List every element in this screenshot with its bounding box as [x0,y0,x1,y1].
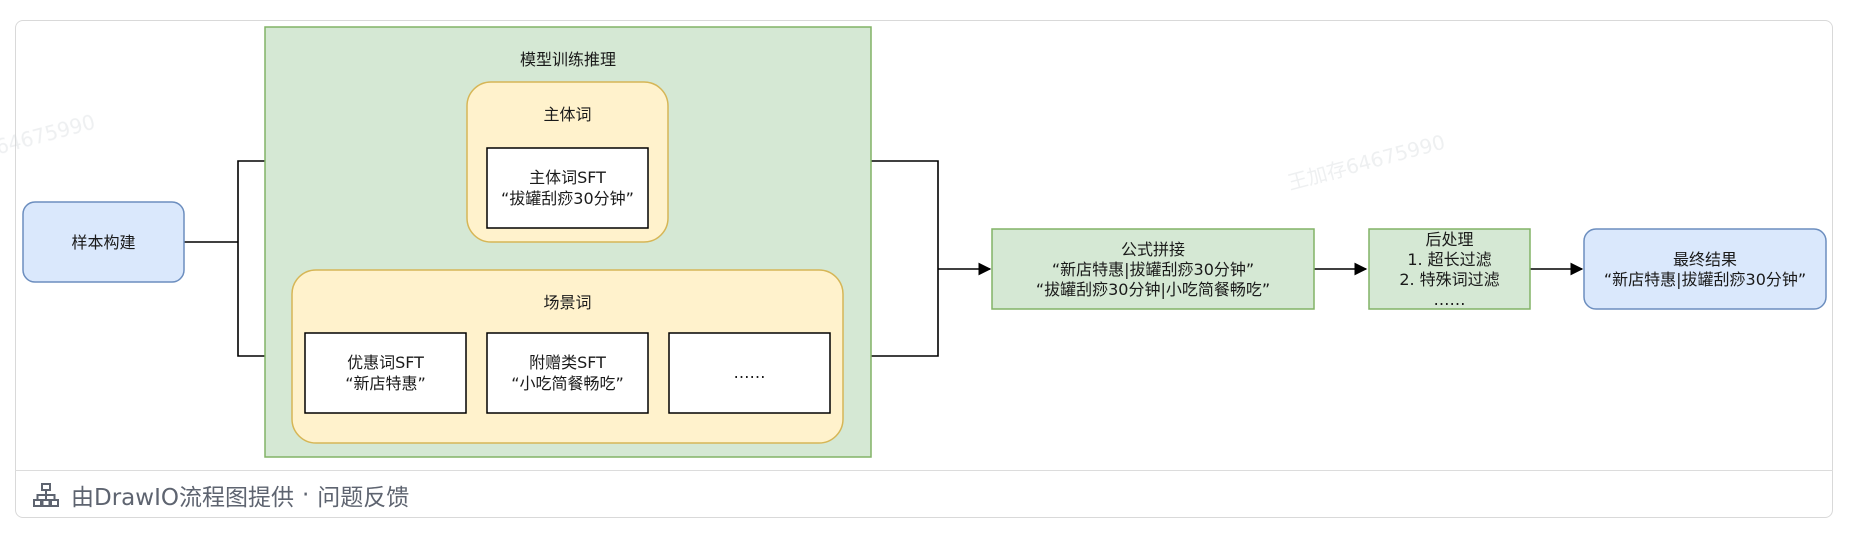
watermark: 王加存64675990 [1285,130,1447,195]
node-formula-line1: 公式拼接 [1121,240,1185,259]
node-gift-line1: 附赠类SFT [529,353,606,372]
footer-separator: · [301,481,310,508]
node-gift-sft[interactable]: 附赠类SFT “小吃简餐畅吃” [486,332,649,414]
node-more[interactable]: …… [668,332,831,414]
edge-scene-out [843,269,939,357]
flowchart: 样本构建 模型训练推理 主体词 主体词SFT “拔罐刮痧30分钟” 场景词 优惠… [22,26,1827,458]
node-gift-line2: “小吃简餐畅吃” [511,374,624,393]
node-post-line4: …… [1434,290,1466,309]
container-subject-title: 主体词 [543,105,591,124]
node-post-line2: 1. 超长过滤 [1407,250,1491,269]
node-formula[interactable]: 公式拼接 “新店特惠|拔罐刮痧30分钟” “拔罐刮痧30分钟|小吃简餐畅吃” [991,228,1315,310]
node-result-line2: “新店特惠|拔罐刮痧30分钟” [1604,270,1806,289]
flowchart-icon [33,482,59,508]
group-model-title: 模型训练推理 [520,50,616,69]
node-result[interactable]: 最终结果 “新店特惠|拔罐刮痧30分钟” [1583,228,1827,310]
feedback-link[interactable]: 问题反馈 [317,484,410,511]
watermark: 王加存64675990 [0,110,98,175]
node-discount-line1: 优惠词SFT [347,353,424,372]
node-post[interactable]: 后处理 1. 超长过滤 2. 特殊词过滤 …… [1368,228,1531,310]
node-sample-label: 样本构建 [71,233,135,252]
footer-provided-by: 由DrawIO流程图提供 [71,484,294,511]
node-subject-sft[interactable]: 主体词SFT “拔罐刮痧30分钟” [486,147,649,229]
node-discount-sft[interactable]: 优惠词SFT “新店特惠” [304,332,467,414]
footer-bar: 由DrawIO流程图提供 · 问题反馈 [15,470,1833,518]
node-post-line1: 后处理 [1425,230,1473,249]
container-scene-title: 场景词 [543,293,591,312]
node-subject-sft-line2: “拔罐刮痧30分钟” [501,189,634,208]
node-subject-sft-line1: 主体词SFT [529,168,606,187]
node-discount-line2: “新店特惠” [345,374,426,393]
node-result-line1: 最终结果 [1673,250,1737,269]
node-formula-line3: “拔罐刮痧30分钟|小吃简餐畅吃” [1036,280,1270,299]
node-sample[interactable]: 样本构建 [22,201,185,283]
node-more-label: …… [734,363,766,382]
node-post-line3: 2. 特殊词过滤 [1399,270,1499,289]
node-formula-line2: “新店特惠|拔罐刮痧30分钟” [1052,260,1254,279]
